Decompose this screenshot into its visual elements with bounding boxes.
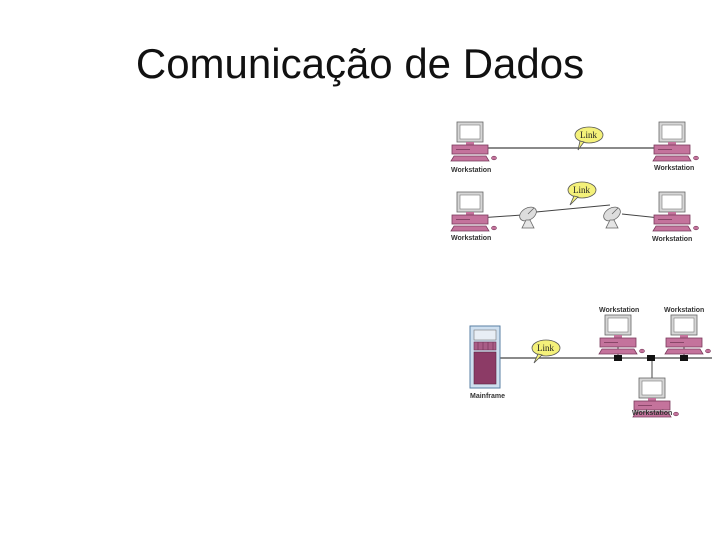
satellite-dish-icon (516, 203, 540, 229)
workstation-label: Workstation (664, 307, 704, 314)
workstation-computer-icon (450, 121, 497, 162)
connector-icon (680, 355, 688, 361)
link-label: Link (537, 343, 554, 353)
satellite-link: Workstation Workstation Link (450, 181, 699, 243)
workstation-label: Workstation (451, 235, 491, 242)
link-callout: Link (574, 126, 604, 151)
slide-title: Comunicação de Dados (135, 40, 585, 87)
workstation-computer-icon (450, 191, 497, 232)
connector-icon (647, 355, 655, 361)
wireless-link-line (535, 204, 611, 213)
multipoint-link: Mainframe Workstation Workstation Workst… (469, 307, 712, 418)
link-label: Link (573, 185, 590, 195)
workstation-label: Workstation (599, 307, 639, 314)
link-callout: Link (567, 181, 597, 206)
workstation-label: Workstation (654, 165, 694, 172)
workstation-computer-icon (652, 191, 699, 232)
mainframe-icon (469, 325, 501, 389)
link-label: Link (580, 130, 597, 140)
workstation-label: Workstation (632, 410, 672, 417)
workstation-computer-icon (664, 314, 711, 355)
link-callout: Link (531, 339, 561, 364)
satellite-dish-icon (600, 203, 624, 229)
workstation-computer-icon (652, 121, 699, 162)
mainframe-label: Mainframe (470, 393, 505, 400)
connector-icon (614, 355, 622, 361)
workstation-computer-icon (598, 314, 645, 355)
workstation-label: Workstation (652, 236, 692, 243)
workstation-label: Workstation (451, 167, 491, 174)
point-to-point-link: Workstation Workstation Link (450, 121, 699, 174)
